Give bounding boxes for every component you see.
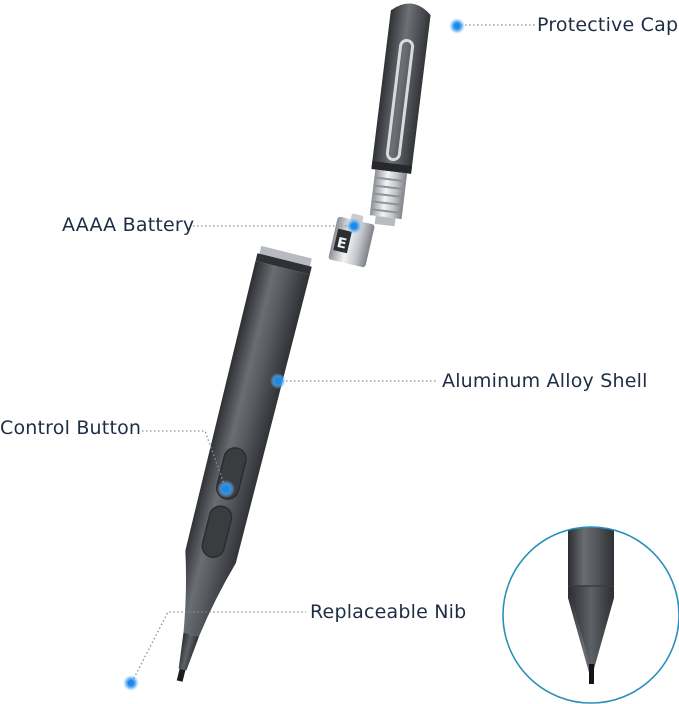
label-protective-cap: Protective Cap bbox=[537, 14, 679, 36]
svg-text:E: E bbox=[335, 235, 348, 253]
label-replaceable-nib: Replaceable Nib bbox=[310, 601, 467, 623]
control-button-lower bbox=[201, 505, 233, 558]
label-aaaa-battery: AAAA Battery bbox=[62, 214, 195, 236]
label-aluminum-alloy-shell: Aluminum Alloy Shell bbox=[442, 370, 648, 392]
leader-lines bbox=[131, 24, 535, 683]
cap-thread bbox=[369, 169, 408, 227]
leader-replaceable-nib bbox=[131, 611, 306, 683]
protective-cap-part bbox=[369, 3, 431, 227]
marker-dots bbox=[123, 18, 465, 691]
leader-control-button bbox=[138, 430, 227, 490]
aluminum-alloy-shell-part bbox=[176, 245, 312, 682]
label-control-button: Control Button bbox=[0, 417, 142, 439]
pen-tip-inset bbox=[502, 526, 679, 704]
